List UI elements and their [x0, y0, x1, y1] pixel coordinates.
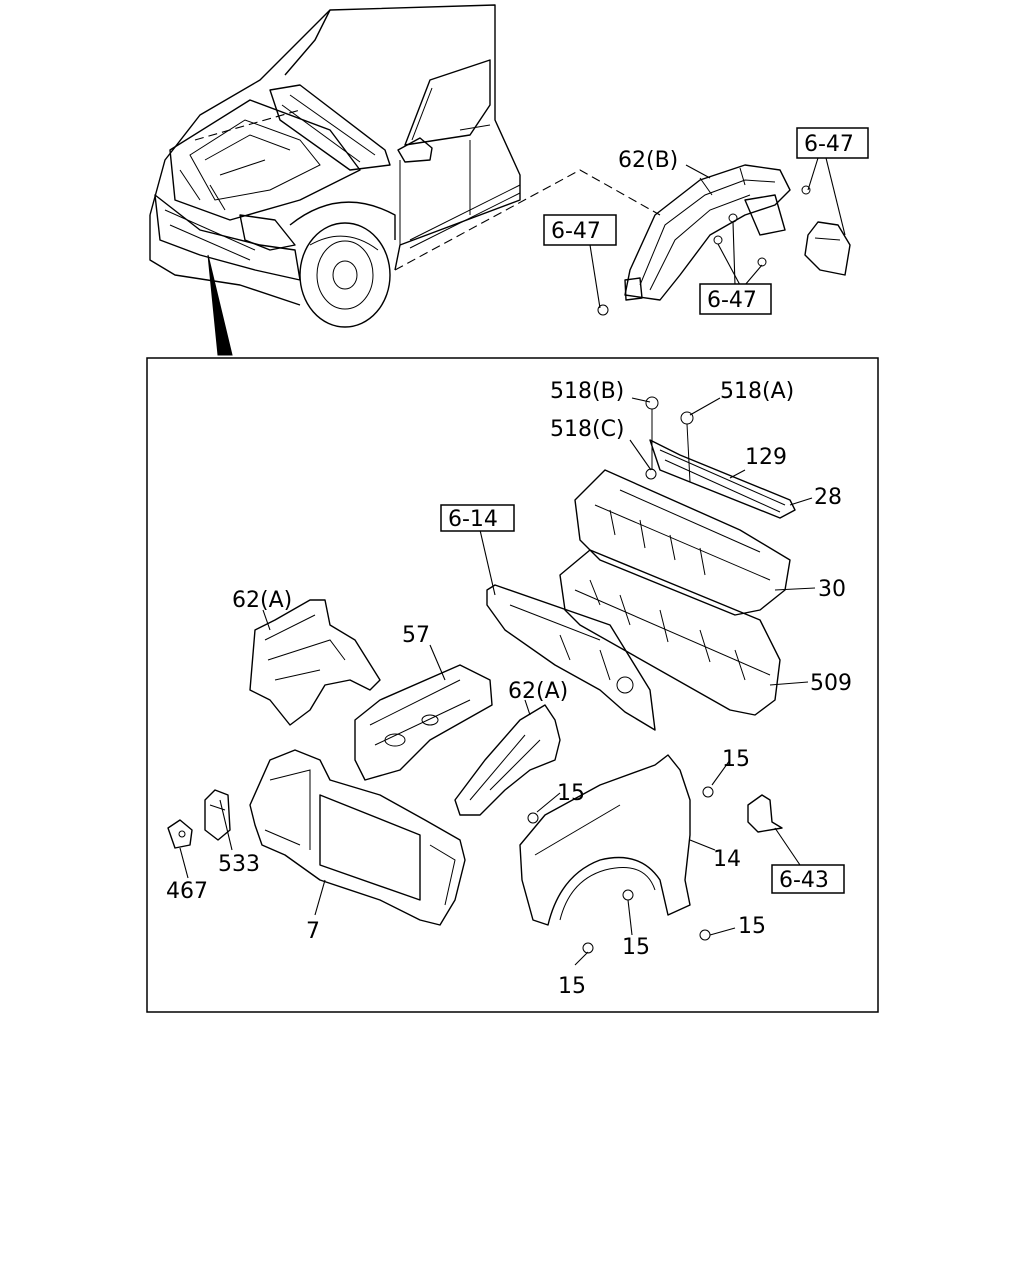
guide-line	[394, 169, 661, 271]
vehicle-overview	[149, 4, 521, 356]
callout-57: 57	[402, 623, 430, 648]
svg-text:6-47: 6-47	[707, 288, 757, 313]
callout-62b: 62(B)	[618, 148, 678, 173]
callout-518a: 518(A)	[720, 379, 794, 404]
callout-15-middle: 15	[622, 935, 650, 960]
svg-text:6-47: 6-47	[551, 219, 601, 244]
bracket-62a-right	[454, 704, 561, 816]
ref-box-6-47-top-right[interactable]: 6-47	[796, 127, 869, 159]
callout-28: 28	[814, 485, 842, 510]
callout-509: 509	[810, 671, 852, 696]
horn-533	[167, 789, 231, 849]
radiator-support-7	[249, 749, 466, 926]
callout-15-bottom: 15	[558, 974, 586, 999]
callout-15-right: 15	[738, 914, 766, 939]
ref-box-6-47-left[interactable]: 6-47	[543, 214, 617, 246]
svg-text:6-47: 6-47	[804, 132, 854, 157]
bracket-62a-left	[249, 599, 381, 726]
ref-box-6-47-bottom[interactable]: 6-47	[699, 283, 772, 315]
cowl-assembly	[486, 396, 796, 731]
ref-box-6-14[interactable]: 6-14	[440, 504, 515, 532]
ref-box-6-43[interactable]: 6-43	[771, 864, 845, 894]
wheel-liner-assembly	[597, 164, 851, 316]
callout-62a-left: 62(A)	[232, 588, 292, 613]
callout-14: 14	[713, 847, 741, 872]
callout-30: 30	[818, 577, 846, 602]
callout-7: 7	[306, 919, 320, 944]
callout-15-top-left: 15	[557, 781, 585, 806]
bracket-6-43-shape	[747, 794, 783, 833]
diagram-frame	[146, 357, 879, 1013]
svg-text:6-14: 6-14	[448, 507, 498, 532]
callout-467: 467	[166, 879, 208, 904]
callout-518b: 518(B)	[550, 379, 624, 404]
callout-129: 129	[745, 445, 787, 470]
callout-533: 533	[218, 852, 260, 877]
front-fender-14	[519, 754, 714, 954]
svg-text:6-43: 6-43	[779, 868, 829, 893]
reinforcement-57	[354, 664, 493, 781]
callout-62a-right: 62(A)	[508, 679, 568, 704]
callout-518c: 518(C)	[550, 417, 625, 442]
callout-15-top-right: 15	[722, 747, 750, 772]
